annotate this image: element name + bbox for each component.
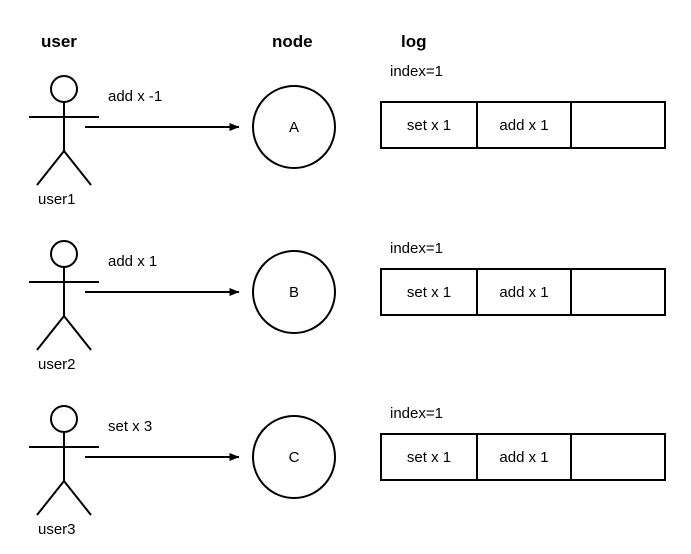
column-header-log: log	[401, 32, 427, 51]
actor-figure-user3	[29, 405, 99, 516]
log-cell-row-3-col-2: add x 1	[499, 449, 549, 466]
node-label-row-2: B	[288, 284, 299, 301]
log-cell-row-2-col-1: set x 1	[406, 284, 452, 301]
log-cell-row-3-col-1: set x 1	[406, 449, 452, 466]
log-index-label-row-3: index=1	[390, 405, 443, 422]
node-circle-a	[252, 85, 336, 169]
log-cell-row-2-col-2: add x 1	[499, 284, 549, 301]
log-table-row-2	[380, 268, 666, 316]
actor-label-row-2: user2	[38, 356, 76, 373]
node-label-row-1: A	[288, 119, 299, 136]
log-cell-row-1-col-2: add x 1	[499, 117, 549, 134]
edge-label-row-3: set x 3	[108, 418, 153, 435]
column-header-node: node	[272, 32, 313, 51]
node-label-row-3: C	[288, 449, 300, 466]
node-circle-c	[252, 415, 336, 499]
log-cell-row-1-col-1: set x 1	[406, 117, 452, 134]
actor-figure-user2	[29, 240, 99, 351]
actor-label-row-1: user1	[38, 191, 76, 208]
log-index-label-row-2: index=1	[390, 240, 443, 257]
log-table-row-3	[380, 433, 666, 481]
log-index-label-row-1: index=1	[390, 63, 443, 80]
edge-label-row-1: add x -1	[108, 88, 163, 105]
actor-label-row-3: user3	[38, 521, 76, 538]
column-header-user: user	[41, 32, 77, 51]
log-table-row-1	[380, 101, 666, 149]
edge-label-row-2: add x 1	[108, 253, 158, 270]
actor-figure-user1	[29, 75, 99, 186]
node-circle-b	[252, 250, 336, 334]
